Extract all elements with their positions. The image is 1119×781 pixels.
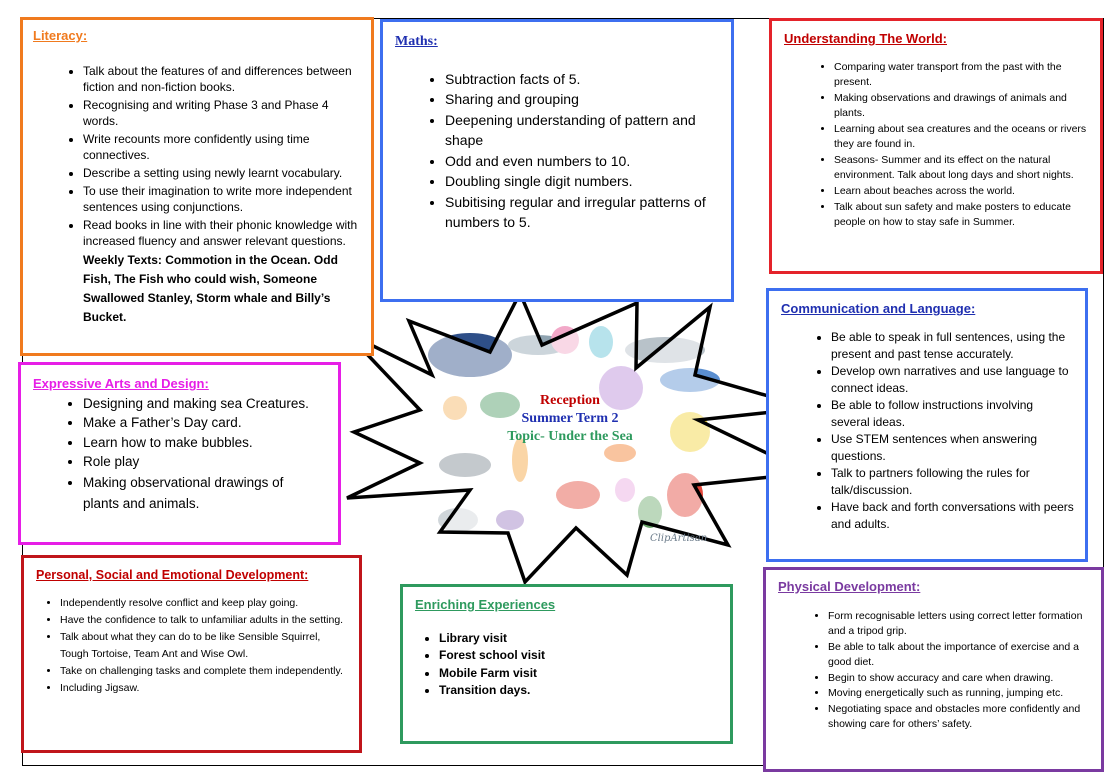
list-item: Negotiating space and obstacles more con… — [828, 702, 1091, 733]
pse-box: Personal, Social and Emotional Developme… — [21, 555, 362, 753]
list-item: Describe a setting using newly learnt vo… — [83, 165, 363, 181]
arts-box: Expressive Arts and Design: Designing an… — [18, 362, 341, 545]
centre-term: Summer Term 2 — [521, 411, 619, 426]
world-title: Understanding The World: — [784, 31, 947, 46]
list-item: Designing and making sea Creatures. — [83, 394, 328, 414]
list-item: Form recognisable letters using correct … — [828, 609, 1091, 640]
list-item: Talk about sun safety and make posters t… — [834, 200, 1090, 230]
literacy-title: Literacy: — [33, 28, 88, 43]
enriching-title: Enriching Experiences — [415, 597, 556, 612]
physical-title: Physical Development: — [778, 579, 921, 594]
physical-box: Physical Development: Form recognisable … — [763, 567, 1104, 772]
list-item: To use their imagination to write more i… — [83, 183, 363, 215]
watermark-text: ClipArtisan — [650, 533, 707, 544]
literacy-box: Literacy: Talk about the features of and… — [20, 17, 374, 356]
list-item: Learning about sea creatures and the oce… — [834, 122, 1090, 152]
list-item: Moving energetically such as running, ju… — [828, 686, 1091, 702]
list-item: Transition days. — [439, 682, 720, 700]
list-item: Talk about the features of and differenc… — [83, 63, 363, 95]
list-item: Talk to partners following the rules for… — [831, 465, 1075, 499]
list-item: Begin to show accuracy and care when dra… — [828, 671, 1091, 687]
list-item: Making observations and drawings of anim… — [834, 91, 1090, 121]
pse-title: Personal, Social and Emotional Developme… — [36, 568, 309, 582]
list-item: Subitising regular and irregular pattern… — [445, 192, 719, 233]
list-item: Have back and forth conversations with p… — [831, 499, 1075, 533]
list-item: Subtraction facts of 5. — [445, 69, 719, 90]
list-item: Mobile Farm visit — [439, 665, 720, 683]
list-item: Comparing water transport from the past … — [834, 60, 1090, 90]
list-item: Sharing and grouping — [445, 89, 719, 110]
centre-topic: Topic- Under the Sea — [507, 429, 633, 444]
list-item: Read books in line with their phonic kno… — [83, 217, 363, 249]
list-item: Be able to talk about the importance of … — [828, 640, 1091, 671]
centre-reception: Reception — [540, 393, 600, 408]
weekly-texts: Weekly Texts: Commotion in the Ocean. Od… — [83, 253, 338, 324]
list-item: Write recounts more confidently using ti… — [83, 131, 363, 163]
list-item: Doubling single digit numbers. — [445, 171, 719, 192]
maths-title: Maths: — [395, 34, 438, 49]
list-item: Be able to follow instructions involving… — [831, 397, 1075, 431]
enriching-box: Enriching Experiences Library visit Fore… — [400, 584, 733, 744]
communication-title: Communication and Language: — [781, 301, 976, 316]
list-item: Seasons- Summer and its effect on the na… — [834, 153, 1090, 183]
list-item: Take on challenging tasks and complete t… — [60, 663, 351, 680]
world-box: Understanding The World: Comparing water… — [769, 18, 1103, 274]
list-item: Library visit — [439, 630, 720, 648]
list-item: Use STEM sentences when answering questi… — [831, 431, 1075, 465]
list-item: Role play — [83, 452, 328, 472]
list-item: Independently resolve conflict and keep … — [60, 595, 351, 612]
list-item: Have the confidence to talk to unfamilia… — [60, 612, 351, 629]
arts-title: Expressive Arts and Design: — [33, 376, 209, 391]
list-item: Learn about beaches across the world. — [834, 184, 1090, 199]
list-item: Deepening understanding of pattern and s… — [445, 110, 719, 151]
list-item: Be able to speak in full sentences, usin… — [831, 329, 1075, 363]
starburst-shape — [345, 288, 815, 586]
communication-box: Communication and Language: Be able to s… — [766, 288, 1088, 562]
list-item: Odd and even numbers to 10. — [445, 151, 719, 172]
list-item: Including Jigsaw. — [60, 680, 351, 697]
list-item: Develop own narratives and use language … — [831, 363, 1075, 397]
list-item: Talk about what they can do to be like S… — [60, 629, 351, 663]
list-item: Recognising and writing Phase 3 and Phas… — [83, 97, 363, 129]
list-item: Make a Father’s Day card. — [83, 413, 328, 433]
list-item: Forest school visit — [439, 647, 720, 665]
list-item: Making observational drawings of plants … — [83, 472, 303, 514]
list-item: Learn how to make bubbles. — [83, 433, 328, 453]
maths-box: Maths: Subtraction facts of 5. Sharing a… — [380, 19, 734, 302]
centre-title: Reception Summer Term 2 Topic- Under the… — [420, 393, 720, 445]
